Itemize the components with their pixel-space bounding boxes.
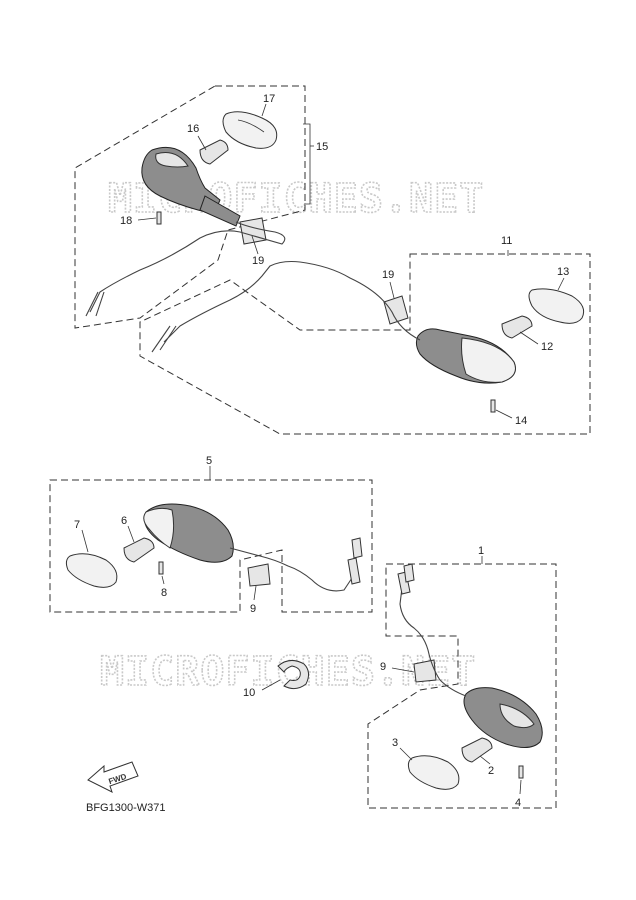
leader-18 <box>137 217 157 221</box>
callout-18: 18 <box>120 215 132 227</box>
screw-8 <box>158 561 164 575</box>
leader-2 <box>479 755 491 765</box>
clamp-9a <box>247 563 271 587</box>
bulb-6 <box>123 537 155 563</box>
callout-8: 8 <box>161 587 167 599</box>
callout-4: 4 <box>515 797 521 809</box>
group-outline-5 <box>49 479 373 613</box>
lens-17 <box>222 111 278 149</box>
lens-3 <box>407 755 460 790</box>
callout-2: 2 <box>488 765 494 777</box>
leader-8 <box>161 575 165 585</box>
leader-19b <box>389 281 395 299</box>
signal-lens-5 <box>143 507 175 549</box>
callout-11: 11 <box>501 235 512 247</box>
screw-4 <box>518 765 524 779</box>
fwd-arrow-icon <box>87 761 139 793</box>
leader-3 <box>399 747 413 761</box>
diagram-code: BFG1300-W371 <box>86 802 166 814</box>
callout-9b: 9 <box>380 661 386 673</box>
callout-3: 3 <box>392 737 398 749</box>
callout-13: 13 <box>557 266 569 278</box>
assembly-1 <box>367 556 557 809</box>
bulb-12 <box>501 315 533 339</box>
connector-5a <box>347 557 361 585</box>
assembly-15 <box>74 85 314 329</box>
callout-15: 15 <box>316 141 328 153</box>
fwd-arrow: FWD <box>87 761 139 793</box>
bulb-2 <box>461 737 493 763</box>
bracket-15 <box>303 123 311 205</box>
leader-12 <box>519 331 539 345</box>
connector-5b <box>351 537 363 559</box>
lens-7 <box>65 553 118 588</box>
leader-10 <box>261 679 281 691</box>
leader-9a <box>253 585 257 601</box>
callout-19a: 19 <box>252 255 264 267</box>
callout-5: 5 <box>206 455 212 467</box>
assembly-5 <box>49 466 373 613</box>
wire-11 <box>163 260 421 343</box>
leader-16 <box>197 135 207 151</box>
leader-19a <box>251 235 259 255</box>
signal-housing-1 <box>463 687 543 748</box>
wire-15 <box>89 221 286 313</box>
leader-13 <box>557 277 565 291</box>
clip-10 <box>261 660 310 691</box>
signal-stem-15 <box>199 195 241 227</box>
group-outline-11 <box>139 253 591 435</box>
screw-14 <box>490 399 496 413</box>
connector-1b <box>403 563 415 583</box>
callout-16: 16 <box>187 123 199 135</box>
signal-housing-1-hilite <box>499 703 535 729</box>
callout-17: 17 <box>263 93 275 105</box>
callout-10: 10 <box>243 687 255 699</box>
leader-7 <box>81 529 89 553</box>
signal-housing-15-hilite <box>155 152 189 168</box>
group-outline-15 <box>74 85 306 329</box>
signal-lens-11 <box>461 337 516 383</box>
wire-1 <box>399 587 467 697</box>
leader-4 <box>519 779 522 795</box>
lens-13 <box>528 288 585 324</box>
callout-7: 7 <box>74 519 80 531</box>
screw-18 <box>156 211 162 225</box>
callout-14: 14 <box>515 415 527 427</box>
callout-12: 12 <box>541 341 553 353</box>
wire-5 <box>229 547 353 592</box>
leader-9b <box>391 667 415 673</box>
assembly-11 <box>139 250 591 435</box>
leader-14 <box>495 409 513 419</box>
leader-6 <box>127 525 135 543</box>
callout-19b: 19 <box>382 269 394 281</box>
callout-6: 6 <box>121 515 127 527</box>
clamp-19b <box>383 295 409 325</box>
callout-9a: 9 <box>250 603 256 615</box>
clamp-9b <box>413 659 437 683</box>
bulb-16 <box>199 139 229 165</box>
clip-10-body <box>277 660 310 690</box>
leader-17 <box>261 103 267 117</box>
callout-1: 1 <box>478 545 484 557</box>
